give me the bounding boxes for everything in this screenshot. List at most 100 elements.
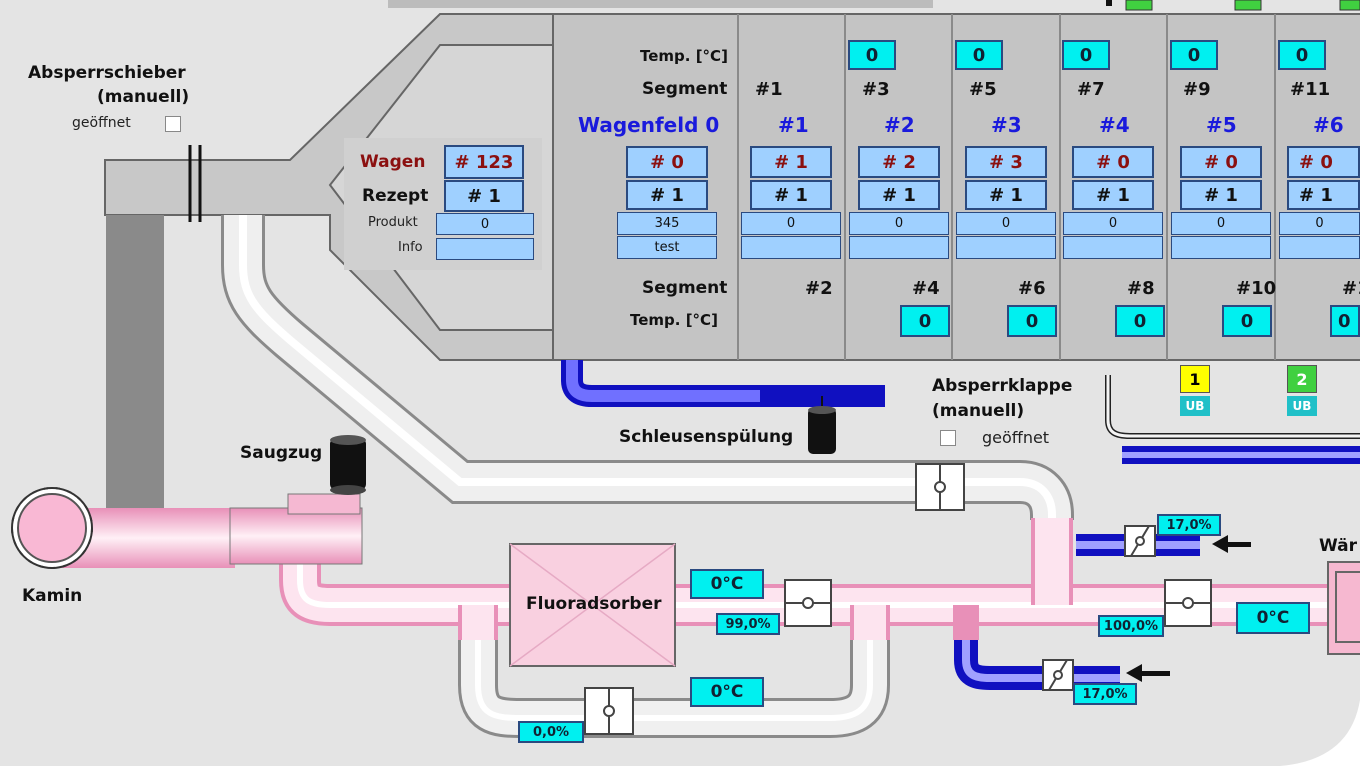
field-6-segment-top: #11 bbox=[1290, 79, 1331, 100]
shutoff-flap-state: geöffnet bbox=[982, 428, 1050, 447]
rezept-label: Rezept bbox=[362, 186, 429, 206]
field-2-segment-bottom: #4 bbox=[912, 278, 940, 299]
field-1-info[interactable] bbox=[741, 236, 841, 259]
segment-label-top: Segment bbox=[642, 79, 728, 99]
field-6-wagen[interactable]: # 0 bbox=[1287, 146, 1360, 178]
field-2-info[interactable] bbox=[849, 236, 949, 259]
main-pct-display: 100,0% bbox=[1098, 615, 1164, 637]
field-5-title: #5 bbox=[1206, 113, 1237, 137]
field-6-segment-bottom: #1 bbox=[1342, 278, 1360, 299]
field-1-segment-bottom: #2 bbox=[805, 278, 833, 299]
field-6-temp-bottom: 0 bbox=[1330, 305, 1360, 337]
shutoff-valve-checkbox[interactable] bbox=[165, 116, 181, 132]
field-4-info[interactable] bbox=[1063, 236, 1163, 259]
upper-inlet-pct-display: 17,0% bbox=[1157, 514, 1221, 536]
field-6-title: #6 bbox=[1313, 113, 1344, 137]
field-2-temp-bottom: 0 bbox=[900, 305, 950, 337]
field-4-rezept[interactable]: # 1 bbox=[1072, 180, 1154, 210]
fluoradsorber-label: Fluoradsorber bbox=[526, 594, 662, 614]
field-1-produkt[interactable]: 0 bbox=[741, 212, 841, 235]
shutoff-valve-title: Absperrschieber bbox=[28, 63, 186, 83]
temp-label-top: Temp. [°C] bbox=[640, 47, 728, 65]
fluor-outlet-temp-display: 0°C bbox=[690, 569, 764, 599]
field-2-produkt[interactable]: 0 bbox=[849, 212, 949, 235]
temp-label-bottom: Temp. [°C] bbox=[630, 311, 718, 329]
field-2-segment-top: #3 bbox=[862, 79, 890, 100]
heat-exchanger-symbol bbox=[1327, 561, 1360, 655]
main-temp-display: 0°C bbox=[1236, 602, 1310, 634]
field-5-temp-bottom: 0 bbox=[1222, 305, 1272, 337]
field-3-rezept[interactable]: # 1 bbox=[965, 180, 1047, 210]
field-5-segment-bottom: #10 bbox=[1236, 278, 1277, 299]
shutoff-flap-title: Absperrklappe bbox=[932, 376, 1073, 396]
field-4-title: #4 bbox=[1099, 113, 1130, 137]
field-4-temp-top: 0 bbox=[1062, 40, 1110, 70]
bypass-temp-display: 0°C bbox=[690, 677, 764, 707]
shutoff-valve-state: geöffnet bbox=[72, 115, 131, 131]
info-label: Info bbox=[398, 240, 423, 255]
wagenfeld-0-wagen[interactable]: # 0 bbox=[626, 146, 708, 178]
field-2-temp-top: 0 bbox=[848, 40, 896, 70]
field-5-rezept[interactable]: # 1 bbox=[1180, 180, 1262, 210]
ub-marker-2-number: 2 bbox=[1287, 365, 1317, 393]
produkt-label: Produkt bbox=[368, 215, 418, 230]
field-3-segment-top: #5 bbox=[969, 79, 997, 100]
fluor-outlet-pct-display: 99,0% bbox=[716, 613, 780, 635]
field-4-wagen[interactable]: # 0 bbox=[1072, 146, 1154, 178]
field-3-produkt[interactable]: 0 bbox=[956, 212, 1056, 235]
field-4-temp-bottom: 0 bbox=[1115, 305, 1165, 337]
field-4-segment-bottom: #8 bbox=[1127, 278, 1155, 299]
field-3-segment-bottom: #6 bbox=[1018, 278, 1046, 299]
field-6-info[interactable] bbox=[1279, 236, 1360, 259]
saugzug-housing bbox=[229, 507, 363, 565]
wagenfeld-0-produkt[interactable]: 345 bbox=[617, 212, 717, 235]
segment-label-bottom: Segment bbox=[642, 278, 728, 298]
field-5-info[interactable] bbox=[1171, 236, 1271, 259]
field-1-title: #1 bbox=[778, 113, 809, 137]
shutoff-flap-checkbox[interactable] bbox=[940, 430, 956, 446]
wagenfeld-0-title: Wagenfeld 0 bbox=[578, 113, 720, 137]
field-3-title: #3 bbox=[991, 113, 1022, 137]
kamin-label: Kamin bbox=[22, 586, 83, 606]
field-1-rezept[interactable]: # 1 bbox=[750, 180, 832, 210]
ub-marker-2-label: UB bbox=[1287, 396, 1317, 416]
field-2-title: #2 bbox=[884, 113, 915, 137]
ub-marker-1-label: UB bbox=[1180, 396, 1210, 416]
field-3-temp-bottom: 0 bbox=[1007, 305, 1057, 337]
schleusenspuelung-motor-symbol bbox=[808, 396, 836, 454]
field-6-temp-top: 0 bbox=[1278, 40, 1326, 70]
field-6-rezept[interactable]: # 1 bbox=[1287, 180, 1360, 210]
wagenfeld-0-info[interactable]: test bbox=[617, 236, 717, 259]
field-5-segment-top: #9 bbox=[1183, 79, 1211, 100]
rezept-number-field[interactable]: # 1 bbox=[444, 180, 524, 212]
lower-inlet-pct-display: 17,0% bbox=[1073, 683, 1137, 705]
field-1-wagen[interactable]: # 1 bbox=[750, 146, 832, 178]
ub-marker-1-number: 1 bbox=[1180, 365, 1210, 393]
field-5-temp-top: 0 bbox=[1170, 40, 1218, 70]
saugzug-label: Saugzug bbox=[240, 443, 323, 463]
bypass-pct-display: 0,0% bbox=[518, 721, 584, 743]
shutoff-gate-symbol bbox=[188, 145, 202, 222]
field-4-produkt[interactable]: 0 bbox=[1063, 212, 1163, 235]
field-3-wagen[interactable]: # 3 bbox=[965, 146, 1047, 178]
saugzug-motor-symbol bbox=[330, 435, 366, 495]
field-5-produkt[interactable]: 0 bbox=[1171, 212, 1271, 235]
schleusenspuelung-label: Schleusenspülung bbox=[619, 427, 794, 447]
kamin-symbol bbox=[11, 487, 93, 569]
heat-exchanger-label: Wär bbox=[1319, 536, 1358, 556]
field-1-segment-top: #1 bbox=[755, 79, 783, 100]
wagenfeld-0-rezept[interactable]: # 1 bbox=[626, 180, 708, 210]
shutoff-flap-subtitle: (manuell) bbox=[932, 401, 1025, 421]
field-4-segment-top: #7 bbox=[1077, 79, 1105, 100]
field-2-wagen[interactable]: # 2 bbox=[858, 146, 940, 178]
produkt-field[interactable]: 0 bbox=[436, 213, 534, 235]
wagen-number-field[interactable]: # 123 bbox=[444, 145, 524, 179]
info-field[interactable] bbox=[436, 238, 534, 260]
field-3-temp-top: 0 bbox=[955, 40, 1003, 70]
field-3-info[interactable] bbox=[956, 236, 1056, 259]
wagen-label: Wagen bbox=[360, 152, 426, 172]
field-2-rezept[interactable]: # 1 bbox=[858, 180, 940, 210]
shutoff-valve-subtitle: (manuell) bbox=[97, 87, 190, 107]
field-5-wagen[interactable]: # 0 bbox=[1180, 146, 1262, 178]
field-6-produkt[interactable]: 0 bbox=[1279, 212, 1360, 235]
